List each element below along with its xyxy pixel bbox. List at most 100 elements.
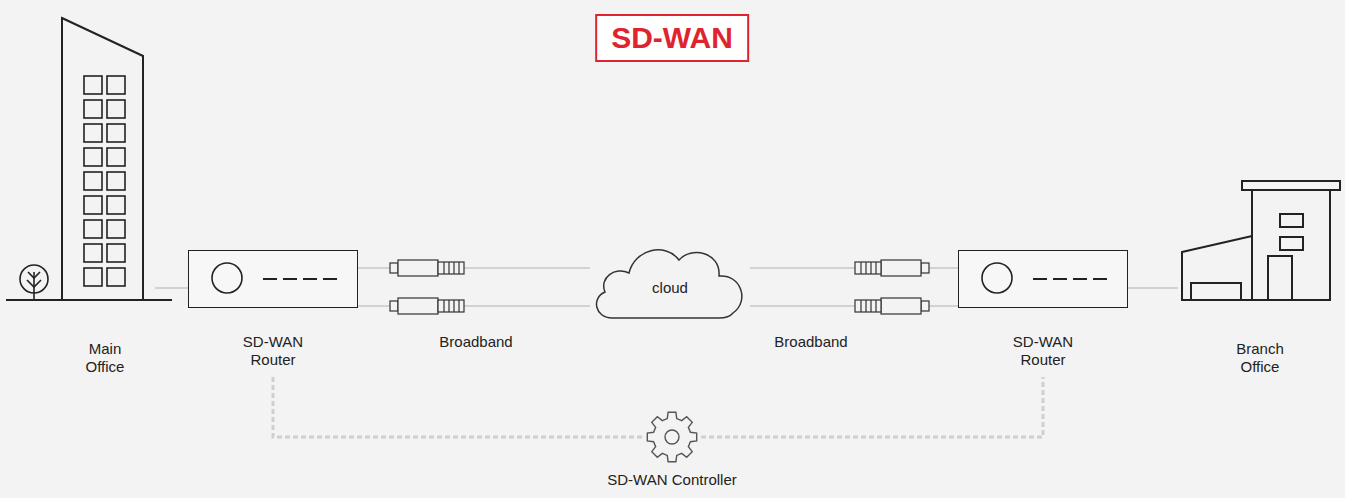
router-node: SD-WAN Router [188,250,358,369]
pin-stroke [870,262,871,274]
cloud-outline [597,250,742,318]
router-led [982,263,1012,293]
window-grid [84,76,125,286]
pin-stroke [875,300,876,312]
window [84,244,102,262]
plug-body [881,260,921,276]
garage-door [1191,283,1241,300]
router-face [959,251,1126,306]
window [107,100,125,118]
tree-branch [28,272,40,278]
window [107,148,125,166]
window [84,100,102,118]
node-label: cloud [652,279,688,297]
router-box [958,250,1128,308]
window [107,268,125,286]
window [84,268,102,286]
pin-stroke [860,262,861,274]
window [84,148,102,166]
pin-stroke [443,300,444,312]
door [1268,256,1292,300]
ground-line [6,299,172,301]
control-link [273,377,643,437]
plug-cap [390,301,398,311]
link-label: Broadband [774,333,847,351]
window [107,76,125,94]
pin-stroke [448,300,449,312]
roof-cap [1242,181,1340,190]
pin-stroke [875,262,876,274]
router-face [189,251,356,306]
node-label: Branch Office [1225,340,1295,376]
office-node: Branch Office [1178,178,1342,376]
pin-stroke [443,262,444,274]
router-ports [1033,278,1113,280]
router-node: SD-WAN Router [958,250,1128,369]
gear-hub [665,430,679,444]
building-outline [62,18,143,300]
pin-stroke [865,262,866,274]
window [107,124,125,142]
pin-stroke [870,300,871,312]
plug-cap [921,263,929,273]
node-label: SD-WAN Router [233,333,313,369]
network-link [155,287,188,289]
plug-body [398,298,438,314]
window [107,220,125,238]
plug-body [398,260,438,276]
gear-icon [643,408,701,466]
control-link [701,377,1043,437]
cloud-node: cloud [590,240,750,320]
pin-stroke [865,300,866,312]
plug-body [881,298,921,314]
gear-node: SD-WAN Controller [602,408,742,489]
plug-pins [438,262,464,274]
pin-stroke [453,300,454,312]
node-label-holder: Main Office [74,340,136,376]
node-label-holder: SD-WAN Controller [607,471,736,489]
node-label-holder: Branch Office [1225,340,1295,376]
node-label: SD-WAN Router [1003,333,1083,369]
plug-cap [921,301,929,311]
cable-plug [855,298,929,314]
building-wing [1182,236,1252,300]
window [107,172,125,190]
plug-pins [438,300,464,312]
link-label: Broadband [439,333,512,351]
tree-branch [27,280,41,287]
office-node: Main Office [55,20,155,376]
window [84,124,102,142]
plug-pins [855,262,881,274]
building-tower [1252,190,1330,300]
office-building [1182,181,1340,300]
tree-icon [20,265,48,300]
pin-stroke [860,300,861,312]
diagram-title: SD-WAN [595,14,749,62]
window [1280,214,1303,227]
node-label: Main Office [74,340,136,376]
router-ports [263,278,343,280]
cable-plug [855,260,929,276]
window [107,244,125,262]
cable-plug [390,298,464,314]
window [84,196,102,214]
window [107,196,125,214]
node-label: SD-WAN Controller [607,471,736,489]
pin-stroke [458,300,459,312]
cable-plug [390,260,464,276]
pin-stroke [448,262,449,274]
window [84,76,102,94]
window [84,172,102,190]
window [1280,237,1303,250]
office-building [6,18,172,300]
node-label-holder: cloud [652,279,688,297]
pin-stroke [458,262,459,274]
router-led [212,263,242,293]
router-box [188,250,358,308]
window [84,220,102,238]
pin-stroke [453,262,454,274]
plug-pins [855,300,881,312]
plug-cap [390,263,398,273]
node-label-holder: SD-WAN Router [233,333,313,369]
node-label-holder: SD-WAN Router [1003,333,1083,369]
